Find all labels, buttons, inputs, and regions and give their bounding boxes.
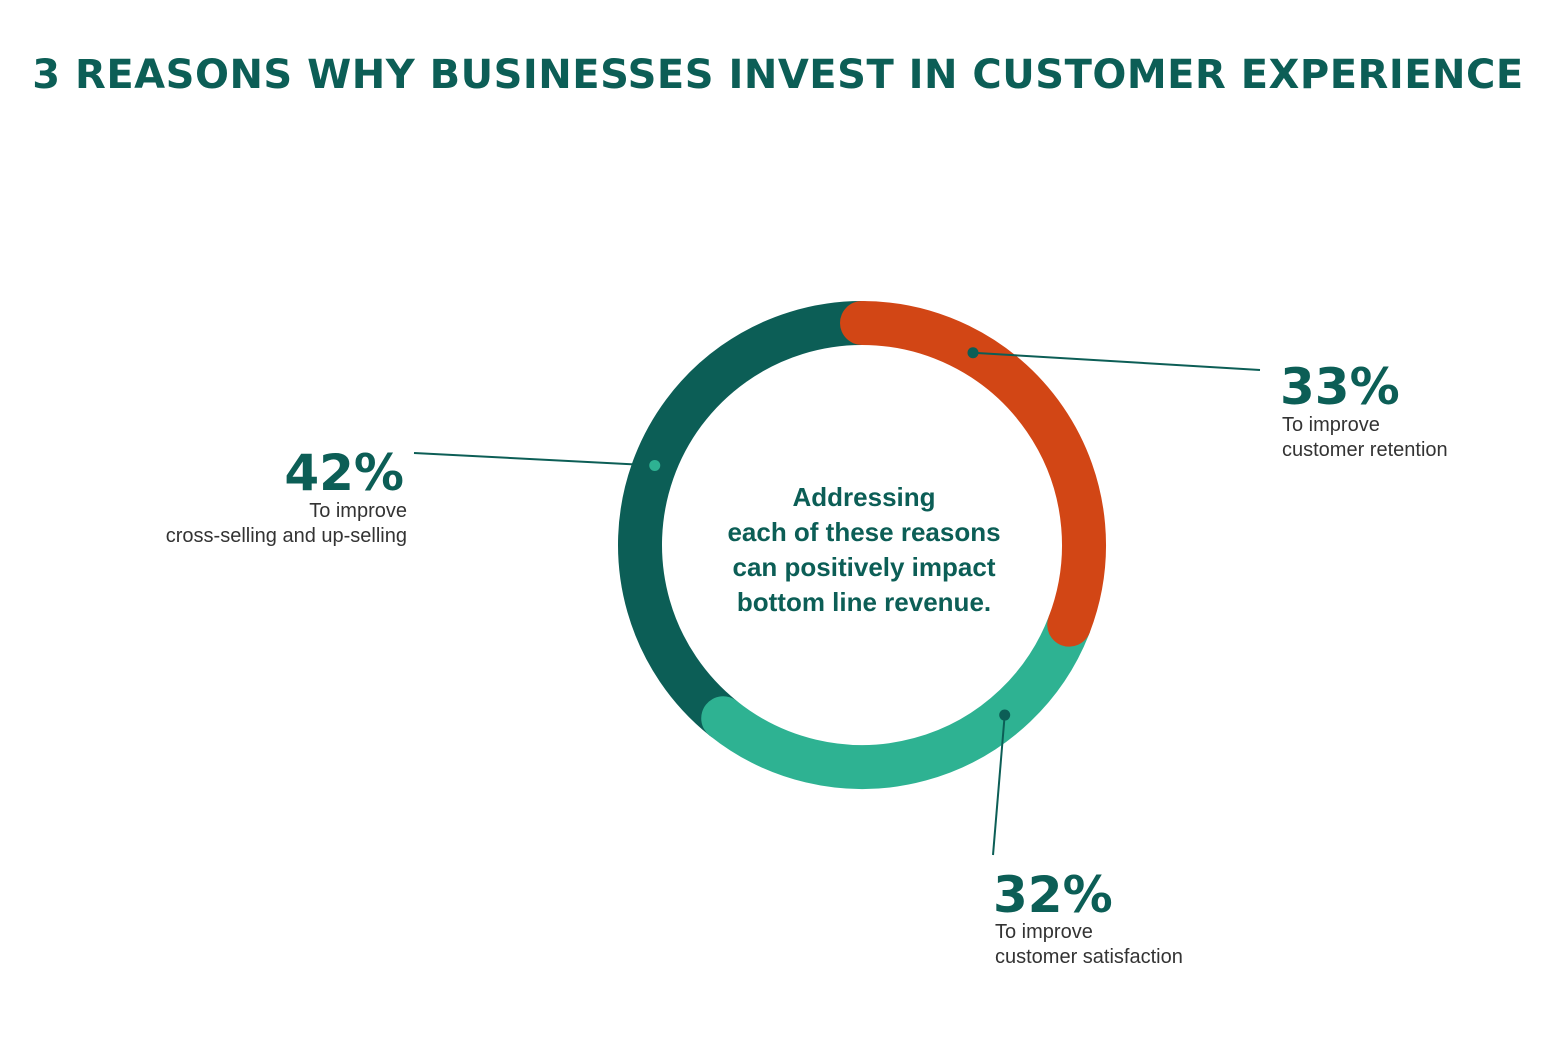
center-text-line-1: each of these reasons: [727, 517, 1000, 547]
slice-percent-0: 33%: [1280, 358, 1400, 416]
leader-dot-1: [999, 709, 1011, 721]
slice-percent-1: 32%: [993, 866, 1113, 924]
leader-dot-2: [649, 459, 661, 471]
center-text-line-0: Addressing: [792, 482, 935, 512]
center-text-line-3: bottom line revenue.: [737, 587, 991, 617]
slice-description-1-0: To improve: [995, 921, 1093, 943]
slice-description-2-0: To improve: [309, 500, 407, 522]
leader-line-0: [972, 351, 1261, 371]
slice-description-0-1: customer retention: [1282, 439, 1448, 461]
leader-lines: [413, 347, 1261, 856]
chart-title: 3 REASONS WHY BUSINESSES INVEST IN CUSTO…: [32, 52, 1524, 98]
donut-slice-2: [618, 301, 884, 741]
donut-slice-1: [701, 602, 1092, 789]
leader-line-2: [413, 452, 655, 467]
slice-percent-2: 42%: [284, 444, 404, 502]
center-text-line-2: can positively impact: [733, 552, 996, 582]
slice-description-0-0: To improve: [1282, 414, 1380, 436]
donut-slice-0: [840, 301, 1106, 647]
slice-description-1-1: customer satisfaction: [995, 946, 1183, 968]
leader-line-1: [992, 714, 1006, 856]
slice-description-2-1: cross-selling and up-selling: [166, 525, 407, 547]
center-text: Addressing each of these reasons can posit…: [727, 482, 1000, 617]
leader-dot-0: [967, 347, 979, 359]
donut-arcs: [618, 301, 1106, 789]
